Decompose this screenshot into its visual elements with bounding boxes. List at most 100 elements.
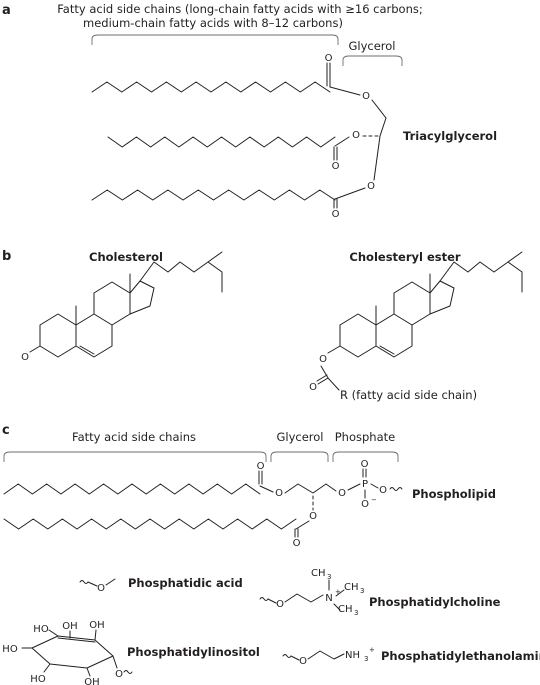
inositol-oh-bond-6 [86,667,91,677]
inositol-oh-6: OH [84,677,99,685]
pl-carbonyl-oxygen-1: O [257,461,265,472]
fatty-acid-caption-line1: Fatty acid side chains (long-chain fatty… [57,2,423,16]
phosphatidylethanolamine-label: Phosphatidylethanolamine [381,649,540,663]
inositol-oxygen: O [115,669,123,680]
pc-oxygen: O [276,599,284,610]
phosphatidylcholine-group: O N + CH 3 CH 3 CH 3 Phosphatidylcholine [259,568,501,617]
phosphatidylethanolamine-group: O NH 3 + Phosphatidylethanolamine [282,646,540,667]
fatty-acid-brace-c [3,451,267,462]
ester-steroid-methyls [375,273,431,326]
pc-methyl-bond-bottom [333,603,341,611]
pa-bond-2 [105,578,116,586]
phosphate-label: Phosphate [335,430,395,444]
phospholipid-chain-1 [3,483,261,495]
pe-wavy [282,654,292,658]
pc-methyl-top-sub: 3 [327,573,331,581]
inositol-oh-bond-5 [94,629,97,641]
pa-oxygen: O [97,583,105,594]
ester-side-chain [439,251,523,293]
fatty-acid-chain-1 [91,81,331,93]
carbonyl-oxygen-3: O [332,209,340,220]
hydroxyl-bond [29,345,41,353]
phosphorus: P [362,479,368,490]
inositol-oh-5: OH [89,620,104,631]
phosphate-bond-3 [370,483,379,489]
fatty-acid-caption-line2: medium-chain fatty acids with 8–12 carbo… [83,16,343,30]
fatty-acid-chain-3 [91,189,336,201]
pc-methyl-right-sub: 3 [360,587,364,595]
phospholipid-structure: O O O O O P O O − O [3,459,403,549]
pi-wavy [123,670,133,674]
phosphatidic-acid-group: O Phosphatidic acid [79,576,243,594]
cholesterol-structure: O [21,251,223,363]
ester-bond-2 [334,136,350,147]
acyl-carbonyl-bond-b [316,374,328,382]
inositol-oh-3: HO [33,624,49,635]
phosphatidic-acid-label: Phosphatidic acid [128,576,243,590]
acyl-carbonyl-bond [317,377,329,385]
phosphatidylinositol-group: HO HO HO OH OH OH O Phosphatidylinositol [2,620,260,685]
fatty-acid-chain-2 [107,136,336,148]
pe-chain [307,650,345,660]
inositol-o-bond [112,655,118,669]
steroid-rings [39,280,155,358]
pc-nitrogen: N [325,593,332,604]
pc-chain [284,593,324,603]
inositol-oh-1: HO [2,644,18,655]
phosphate-anion-oxygen: O [361,499,369,510]
steroid-methyls [75,273,131,326]
triacylglycerol-structure: O O O O O O [91,53,387,220]
pc-methyl-top: CH [311,568,326,579]
pe-bond-1 [290,655,300,661]
acyl-r-bond [327,377,340,391]
panel-b-letter: b [2,249,11,264]
steroid-double-bond [79,345,95,355]
pe-ammonium: NH [345,650,360,661]
fatty-acid-brace [91,34,339,45]
carbonyl-oxygen-1: O [325,53,333,64]
cholesteryl-ester-label: Cholesteryl ester [349,250,460,264]
ester-steroid-double-bond [379,345,395,355]
inositol-ring [31,635,114,669]
glycerol-bond-3 [373,135,381,181]
inositol-oh-4: OH [62,621,77,632]
inositol-oh-2: HO [30,674,46,685]
ester-bond-1 [329,86,361,96]
ester-oxygen-bond [327,345,341,354]
carbonyl-oxygen-2: O [332,161,340,172]
triacylglycerol-label: Triacylglycerol [403,129,497,143]
pc-charge: + [335,588,341,596]
cholesteryl-ester-structure: O O [309,251,523,393]
phosphate-bond-1 [347,483,361,491]
panel-a: a Fatty acid side chains (long-chain fat… [2,2,497,220]
pc-methyl-bottom-sub: 3 [354,609,358,617]
pl-ester-oxygen-1: O [275,488,283,499]
pe-oxygen: O [299,656,307,667]
phosphate-r-oxygen: O [379,485,387,496]
acyl-bond [320,365,329,379]
pl-ester-oxygen-2: O [309,511,317,522]
glycerol-backbone [284,483,337,494]
panel-b: b Cholesterol Cholesteryl ester O O O R … [2,249,523,402]
pc-methyl-bond-right [335,589,345,597]
panel-c: c Fatty acid side chains Glycerol Phosph… [2,423,540,685]
glycerol-brace-c [270,451,329,462]
pa-wavy [79,580,89,584]
inositol-oh-bond-3 [48,629,59,637]
pl-ester-bond-2 [295,520,310,530]
phosphate-charge: − [371,496,377,504]
pa-bond-1 [87,581,98,587]
pe-charge: + [369,646,375,654]
phosphatidylcholine-label: Phosphatidylcholine [369,595,501,609]
panel-c-letter: c [2,423,10,438]
ester-steroid-rings [339,280,455,358]
phosphatidylinositol-label: Phosphatidylinositol [127,645,260,659]
pe-ammonium-sub: 3 [364,655,368,663]
cholesterol-label: Cholesterol [89,250,163,264]
ester-bond-3 [334,187,366,200]
cholesterol-side-chain [139,251,223,293]
glycerol-brace-a [342,55,403,66]
fatty-acid-side-chains-label: Fatty acid side chains [72,430,196,444]
phosphate-brace [332,451,399,462]
